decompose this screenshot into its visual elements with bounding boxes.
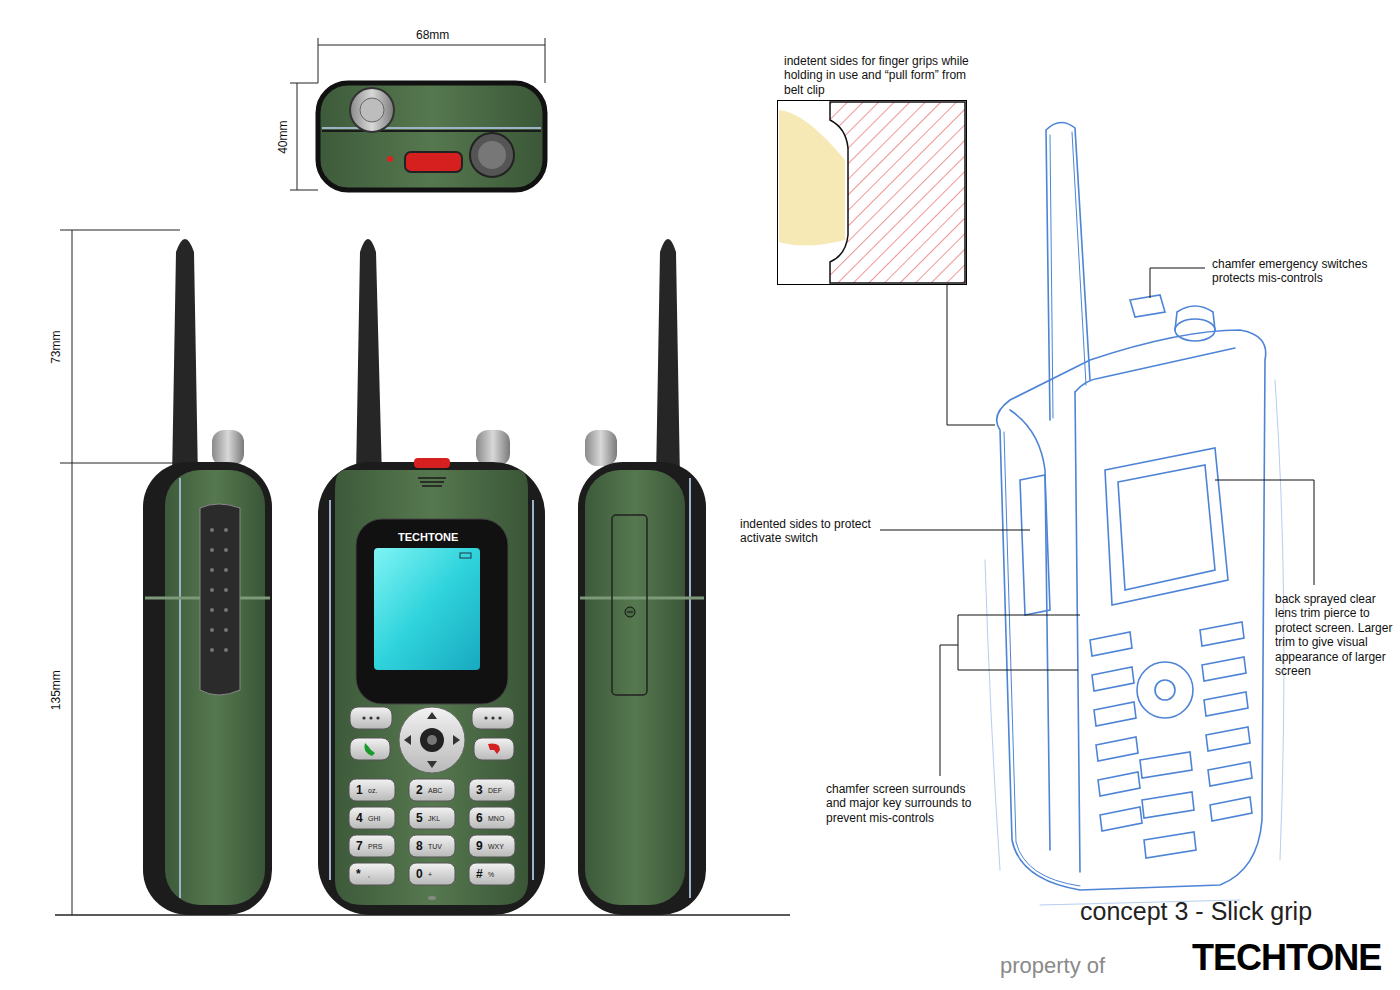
- key-digit: *: [356, 867, 361, 881]
- callout-text: chamfer screen surrounds and major key s…: [826, 782, 986, 825]
- dimension-label: 73mm: [49, 331, 63, 364]
- key-letters: +: [428, 871, 432, 879]
- brand-logo: TECHTONE: [1192, 936, 1381, 979]
- key-digit: 8: [416, 839, 423, 853]
- ownership-note: property of: [1000, 953, 1105, 979]
- key-letters: %: [488, 871, 494, 879]
- screen-logo: TECHTONE: [398, 531, 458, 544]
- dimension-label: 40mm: [276, 121, 290, 154]
- key-digit: 3: [476, 783, 483, 797]
- key-letters: TUV: [428, 843, 442, 851]
- dimension-label: 135mm: [49, 670, 63, 710]
- dimension-lines: [55, 38, 790, 915]
- key-letters: ,: [368, 871, 370, 879]
- concept-sketch: [985, 122, 1284, 905]
- key-letters: oz.: [368, 787, 377, 795]
- left-side-view: [143, 239, 272, 915]
- callout-text: back sprayed clear lens trim pierce to p…: [1275, 592, 1393, 678]
- key-digit: 9: [476, 839, 483, 853]
- key-letters: GHI: [368, 815, 380, 823]
- callout-heading: indetent sides for finger grips while ho…: [784, 54, 970, 97]
- key-digit: #: [476, 867, 483, 881]
- leader-lines: [880, 268, 1314, 776]
- key-digit: 2: [416, 783, 423, 797]
- key-digit: 6: [476, 811, 483, 825]
- number-keys: [349, 779, 515, 885]
- key-letters: WXY: [488, 843, 504, 851]
- key-digit: 7: [356, 839, 363, 853]
- key-letters: JKL: [428, 815, 440, 823]
- callout-text: indented sides to protect activate switc…: [740, 517, 874, 546]
- key-letters: PRS: [368, 843, 382, 851]
- section-view-box: indetent sides for finger grips while ho…: [777, 100, 967, 285]
- right-side-view: [578, 239, 706, 915]
- front-view: [318, 239, 545, 915]
- key-letters: MNO: [488, 815, 504, 823]
- key-letters: ABC: [428, 787, 442, 795]
- key-digit: 5: [416, 811, 423, 825]
- key-digit: 1: [356, 783, 363, 797]
- section-view: [779, 102, 965, 283]
- caption-text: concept 3 - Slick grip: [1080, 896, 1312, 926]
- top-view: [318, 83, 545, 190]
- key-letters: DEF: [488, 787, 502, 795]
- key-digit: 4: [356, 811, 363, 825]
- callout-text: chamfer emergency switches protects mis-…: [1212, 257, 1394, 286]
- key-digit: 0: [416, 867, 423, 881]
- dimension-label: 68mm: [416, 28, 449, 42]
